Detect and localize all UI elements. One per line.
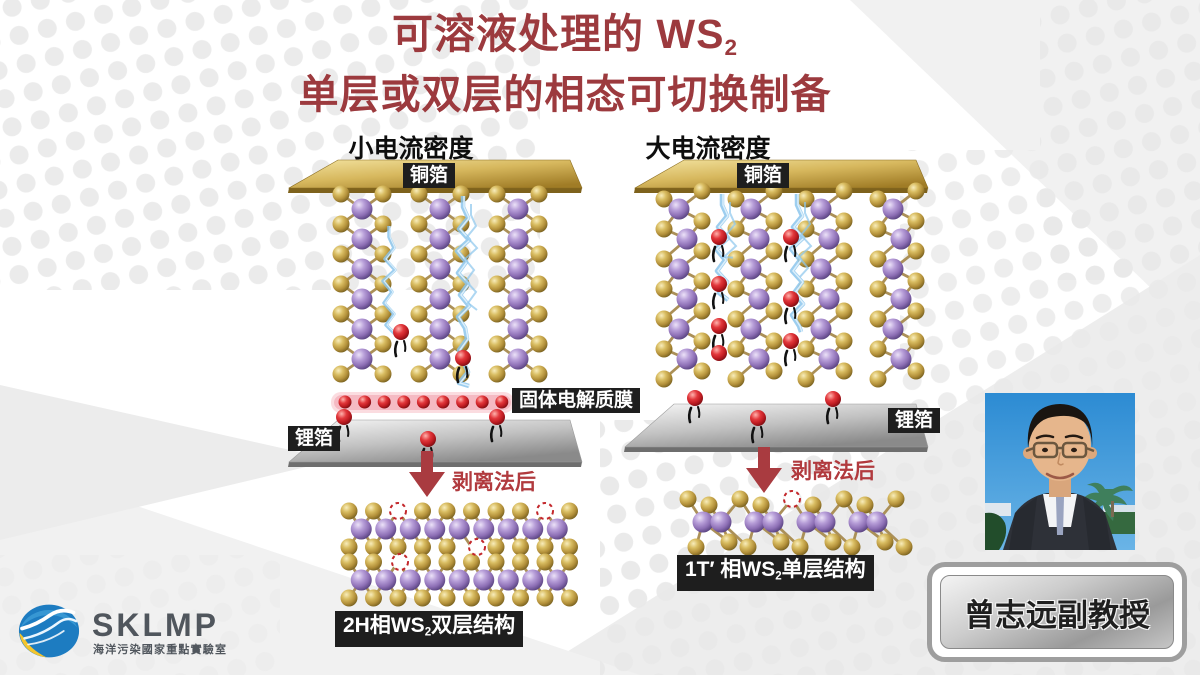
right-vertical-lattice (655, 182, 925, 388)
sklmp-logo-icon (18, 604, 80, 658)
exfoliate-text-right: 剥离法后 (791, 460, 875, 483)
bg-wedge-left (0, 385, 335, 540)
copper-foil-label-right: 铜箔 (737, 163, 790, 188)
page-title: 可溶液处理的 WS2 单层或双层的相态可切换制备 (165, 10, 965, 118)
left-panel-header: 小电流密度 (348, 135, 474, 163)
person (1003, 404, 1117, 550)
bg-dots-right (900, 150, 1200, 430)
lithium-ions (336, 229, 841, 465)
title-line-2: 单层或双层的相态可切换制备 (298, 72, 832, 117)
copper-foil-label-left: 铜箔 (403, 163, 456, 188)
sklmp-logo-subtitle: 海洋污染國家重點實驗室 (93, 644, 228, 656)
title-line-1: 可溶液处理的 WS2 (392, 11, 738, 60)
1t-monolayer-structure (679, 490, 913, 556)
title-subscript: 2 (724, 34, 738, 60)
result-label-1t-monolayer: 1T′ 相WS2单层结构 (677, 555, 874, 592)
ws2-subscript: 2 (775, 570, 782, 583)
lithium-foil-right (624, 403, 929, 452)
solid-electrolyte-membrane (331, 392, 514, 413)
exfoliate-arrow-left (409, 451, 445, 497)
lithium-foil-label-right: 锂箔 (888, 408, 941, 433)
exfoliate-text-left: 剥离法后 (452, 471, 536, 494)
name-plate-inner: 曾志远副教授 (940, 575, 1174, 649)
professor-name: 曾志远副教授 (964, 597, 1150, 633)
left-vertical-lattice (332, 185, 548, 383)
professor-portrait-photo (985, 393, 1135, 550)
ws2-subscript: 2 (424, 626, 432, 639)
2h-bilayer-structure (340, 502, 578, 607)
lightning-bolt-0 (381, 226, 397, 336)
name-plate: 曾志远副教授 (927, 562, 1187, 662)
result-label-2h-bilayer: 2H相WS2双层结构 (335, 611, 524, 648)
right-panel-header: 大电流密度 (645, 135, 771, 163)
lithium-foil-label-left: 锂箔 (288, 426, 341, 451)
glasses (1025, 441, 1095, 459)
exfoliate-arrow-right (746, 447, 782, 493)
electrolyte-membrane-label: 固体电解质膜 (512, 388, 641, 413)
sklmp-logo-text: SKLMP (92, 607, 219, 643)
